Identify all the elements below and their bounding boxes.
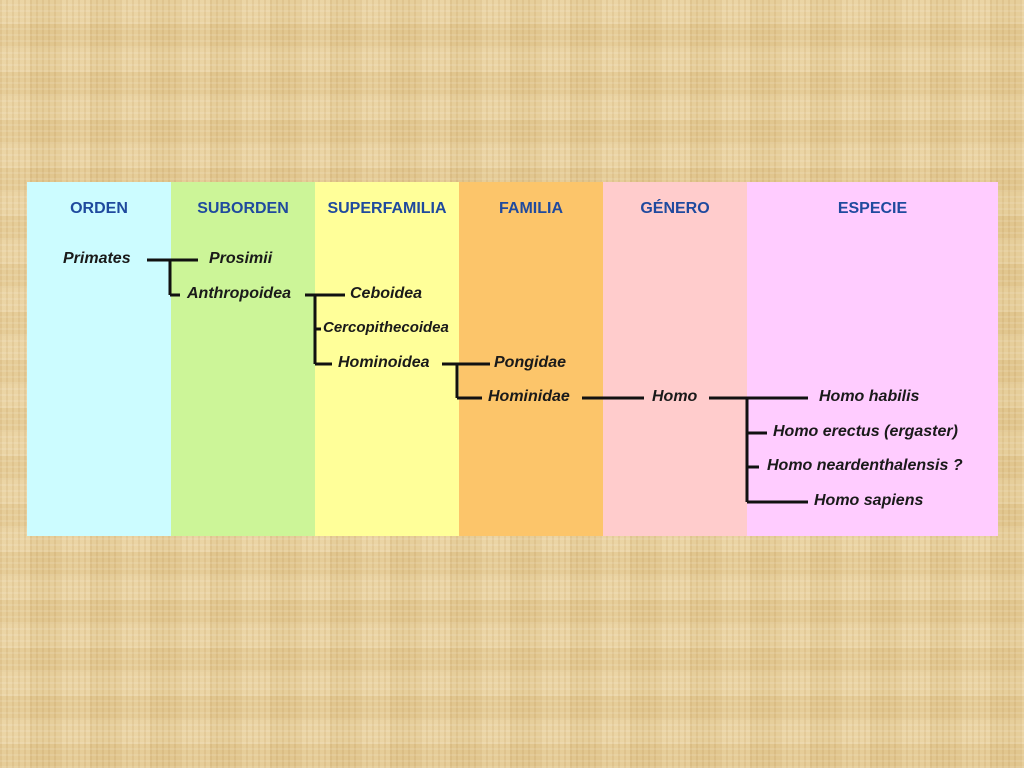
- column-header-especie: ESPECIE: [837, 200, 908, 217]
- taxon-anthropoidea: Anthropoidea: [187, 285, 291, 302]
- taxonomy-panel: ORDEN SUBORDEN SUPERFAMILIA FAMILIA GÉNE…: [27, 182, 998, 536]
- taxon-pongidae: Pongidae: [494, 354, 567, 371]
- taxon-ceboidea: Ceboidea: [350, 285, 423, 302]
- column-familia: FAMILIA: [459, 182, 603, 536]
- column-header-genero: GÉNERO: [640, 200, 710, 217]
- tree-connectors: [147, 258, 808, 504]
- taxon-homo-habilis: Homo habilis: [819, 388, 920, 405]
- column-header-familia: FAMILIA: [499, 200, 563, 217]
- taxon-homo-neanderthalensis: Homo neardenthalensis ?: [767, 457, 963, 474]
- column-suborden: SUBORDEN: [171, 182, 315, 536]
- taxon-prosimii: Prosimii: [209, 250, 273, 267]
- column-header-orden: ORDEN: [70, 200, 128, 217]
- taxon-homo: Homo: [652, 388, 698, 405]
- taxon-homo-sapiens: Homo sapiens: [814, 492, 924, 509]
- taxon-hominoidea: Hominoidea: [338, 354, 430, 371]
- taxon-cercopithecoidea: Cercopithecoidea: [323, 319, 449, 336]
- taxon-homo-erectus: Homo erectus (ergaster): [773, 423, 958, 440]
- column-header-superfamilia: SUPERFAMILIA: [327, 200, 447, 217]
- taxon-primates: Primates: [63, 250, 131, 267]
- column-superfamilia: SUPERFAMILIA: [315, 182, 459, 536]
- column-especie: ESPECIE: [747, 182, 998, 536]
- column-header-suborden: SUBORDEN: [197, 200, 289, 217]
- column-genero: GÉNERO: [603, 182, 747, 536]
- column-orden: ORDEN: [27, 182, 171, 536]
- taxon-hominidae: Hominidae: [488, 388, 570, 405]
